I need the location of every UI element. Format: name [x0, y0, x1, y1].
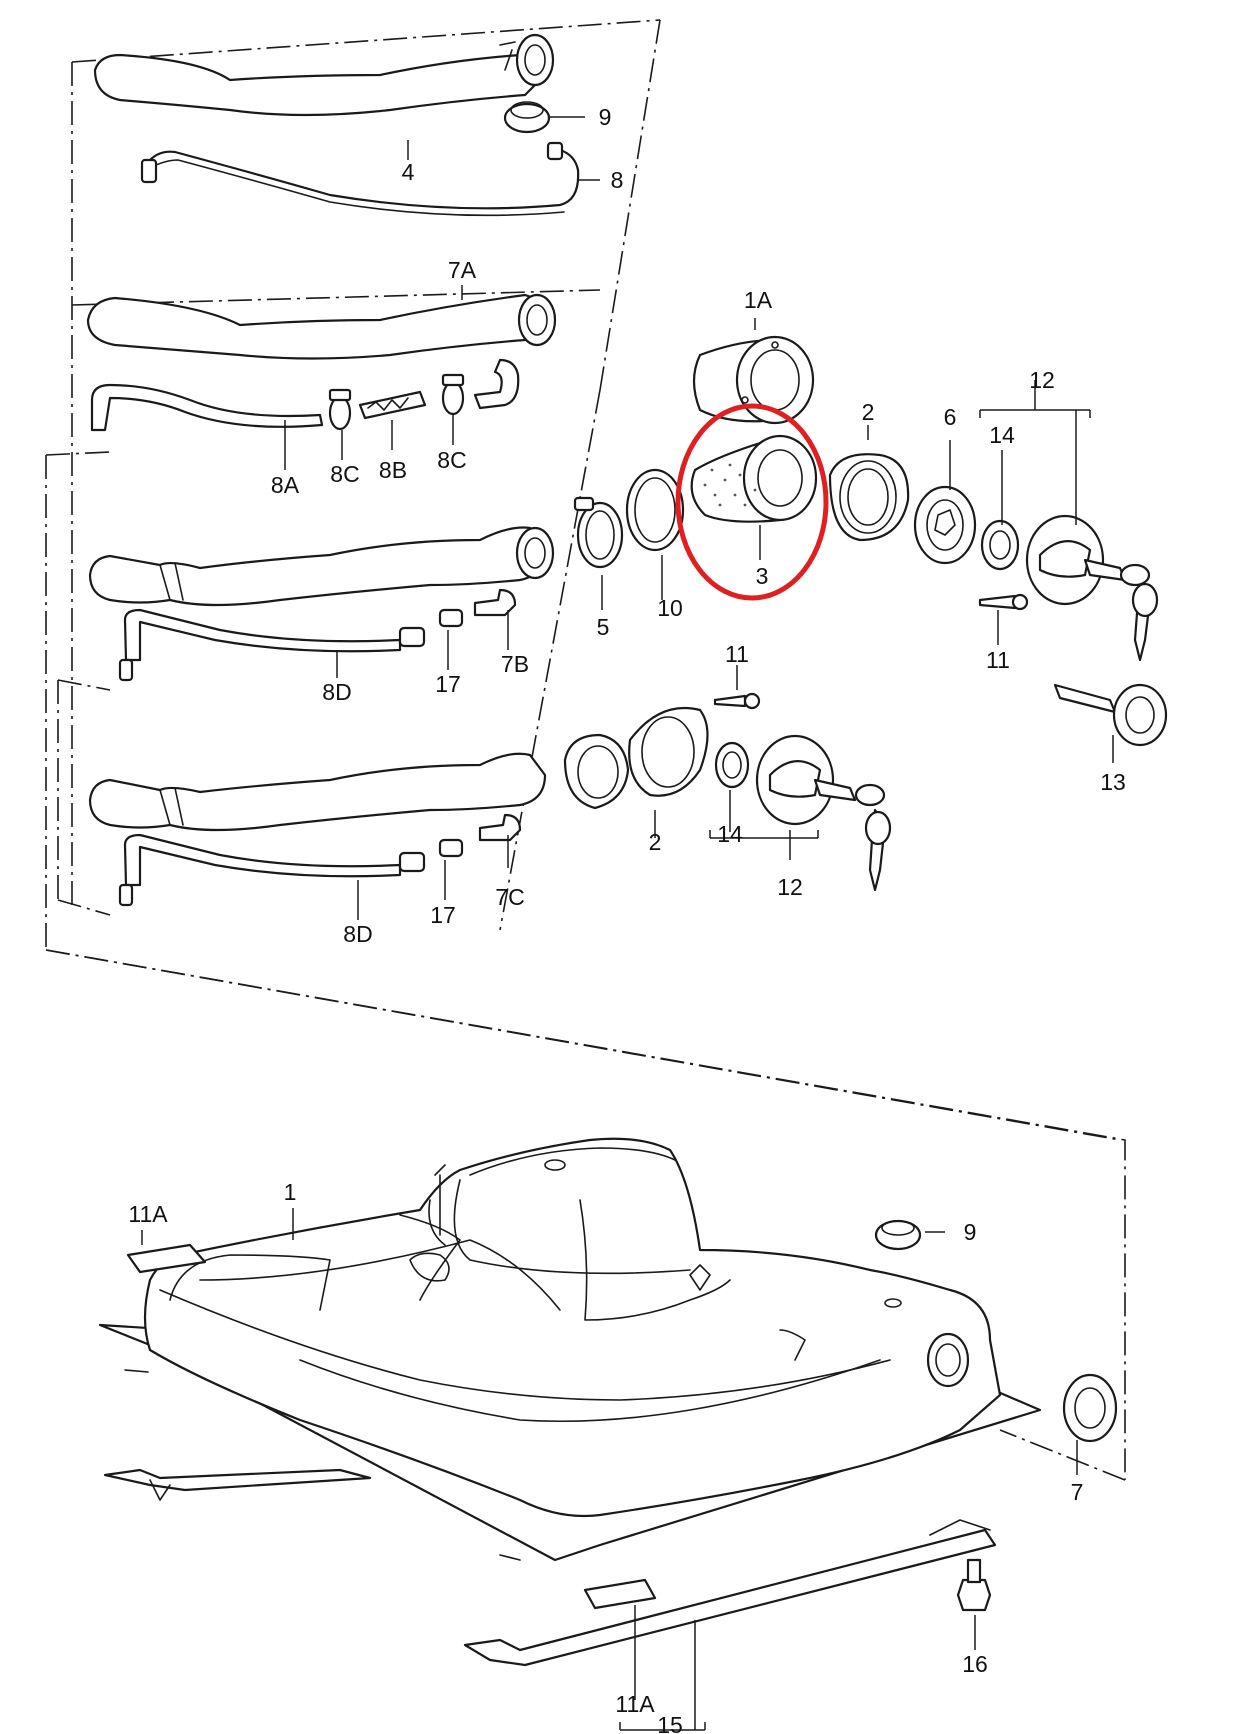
part-7C-filler-neck — [88, 752, 547, 842]
part-10-seal — [625, 468, 685, 552]
label-11-right: 11 — [986, 647, 1010, 673]
part-7A-filler-neck — [86, 293, 557, 410]
part-2-housing-lower — [563, 706, 709, 810]
label-1A: 1A — [744, 287, 773, 313]
label-7B: 7B — [501, 651, 529, 677]
label-8: 8 — [611, 167, 624, 193]
label-12-upper: 12 — [1029, 367, 1055, 393]
label-8C-1: 8C — [330, 461, 359, 487]
part-5-clamp — [573, 496, 624, 569]
label-5: 5 — [597, 614, 610, 640]
label-2-upper: 2 — [862, 399, 875, 425]
label-6: 6 — [944, 404, 957, 430]
highlight-part-3 — [675, 403, 829, 601]
part-8-vent-hose — [140, 141, 580, 217]
part-12-cap-lower — [755, 734, 892, 892]
label-14-lower: 14 — [717, 821, 743, 847]
label-7C: 7C — [495, 884, 524, 910]
part-11-screw-lower — [713, 692, 761, 710]
part-12-cap-upper — [1025, 514, 1159, 662]
part-7B-filler-neck — [88, 526, 555, 617]
part-4-filler-neck — [93, 33, 555, 117]
label-1: 1 — [284, 1179, 297, 1205]
part-7-seal-ring — [1062, 1373, 1118, 1443]
label-13: 13 — [1100, 769, 1126, 795]
part-11-screw-upper — [978, 593, 1029, 611]
part-16-bolt — [956, 1558, 992, 1612]
part-6-insert — [913, 485, 977, 565]
label-14-upper: 14 — [989, 422, 1015, 448]
part-8C-clamp-1 — [328, 388, 352, 431]
part-3-housing — [690, 434, 818, 523]
part-1A-housing — [692, 335, 815, 425]
label-9-top: 9 — [599, 104, 612, 130]
label-9-tank: 9 — [964, 1219, 977, 1245]
part-9-grommet-top — [503, 101, 551, 134]
part-2-housing-upper — [828, 453, 910, 542]
label-8D-2: 8D — [343, 921, 372, 947]
label-16: 16 — [962, 1651, 988, 1677]
part-8D-vent-line-1 — [118, 608, 426, 682]
label-17-2: 17 — [430, 902, 456, 928]
part-8A-vent-hose — [90, 383, 324, 432]
frame-lines — [45, 19, 1126, 1481]
label-7: 7 — [1071, 1479, 1084, 1505]
label-8D-1: 8D — [322, 679, 351, 705]
label-4: 4 — [402, 159, 415, 185]
label-11-upper: 11 — [725, 641, 749, 667]
label-11A-lower: 11A — [615, 1691, 655, 1717]
leader-lines — [141, 116, 1114, 1731]
part-15-straps — [103, 1468, 997, 1667]
label-8C-2: 8C — [437, 447, 466, 473]
callout-labels: 4 9 8 7A 8A 8C 8B 8C 1A 2 6 12 14 3 10 5… — [128, 104, 1125, 1734]
label-11A-left: 11A — [128, 1201, 168, 1227]
part-14-gasket-upper — [980, 519, 1020, 571]
label-8A: 8A — [271, 472, 300, 498]
label-15: 15 — [657, 1712, 683, 1734]
part-13-key — [1053, 683, 1168, 747]
part-8C-clamp-2 — [441, 373, 465, 416]
part-8D-vent-line-2 — [118, 833, 426, 907]
part-9-grommet-tank — [874, 1219, 922, 1251]
part-17-connector-2 — [438, 838, 464, 858]
label-12-lower: 12 — [777, 874, 803, 900]
label-17-1: 17 — [435, 671, 461, 697]
part-8B-hose-segment — [358, 390, 427, 420]
label-8B: 8B — [379, 457, 407, 483]
part-11A-pad-left — [126, 1243, 207, 1274]
label-3: 3 — [756, 563, 769, 589]
label-7A: 7A — [448, 257, 477, 283]
label-2-lower: 2 — [649, 829, 662, 855]
part-17-connector-1 — [438, 608, 464, 628]
label-10: 10 — [657, 595, 683, 621]
part-1-fuel-tank — [98, 1137, 1042, 1562]
part-14-gasket-lower — [714, 741, 750, 789]
part-11A-pad-lower — [583, 1578, 657, 1610]
